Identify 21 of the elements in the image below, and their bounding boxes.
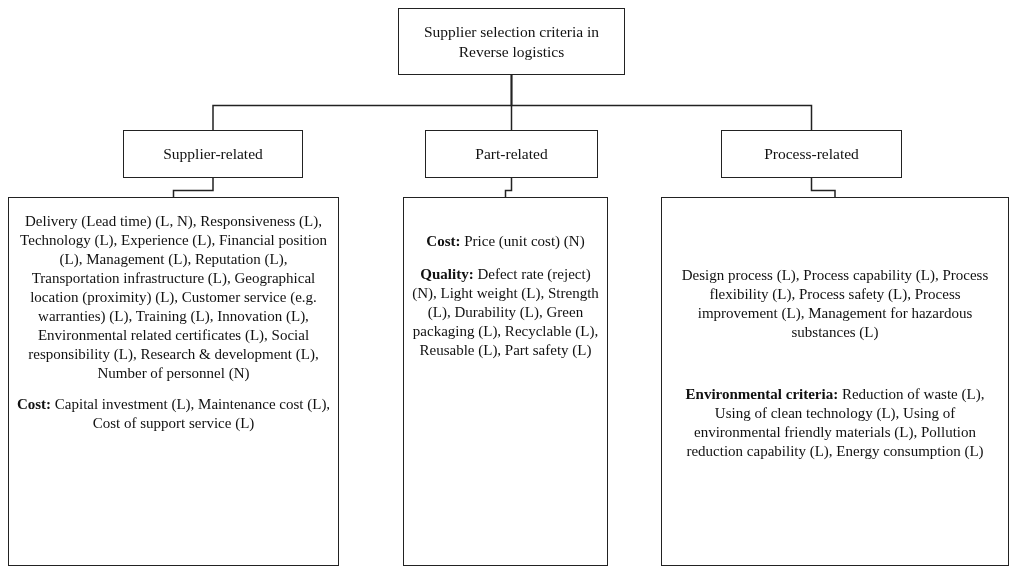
criteria-text: Environmental criteria: Reduction of waste (L), Using of clean technology (L), Using of environmental friendly materials (L), Pollution reduction capability (L), Energy consumption (L) — [684, 384, 986, 461]
connector-line — [172, 177, 214, 198]
criteria-box — [661, 197, 1009, 566]
box-title: Supplier selection criteria in Reverse logistics — [422, 21, 601, 62]
connector-line — [504, 177, 513, 198]
root-box — [398, 8, 625, 75]
criteria-text: Delivery (Lead time) (L, N), Responsiveness (L), Technology (L), Experience (L), Financial position (L), Management (L), Reputation (L), Transportation infrastructure (L), Geographical location (proximity) (L), Customer service (e.g. warranties) (L), Training (L), Innovation (L), Environmental related certificates (L), Social responsibility (L), Research & development (L), Number of personnel (N) — [19, 212, 328, 384]
criteria-box — [8, 197, 339, 566]
criteria-text: Design process (L), Process capability (L), Process flexibility (L), Process safety (L), Process improvement (L), Management for hazardous substances (L) — [680, 266, 990, 343]
criteria-text: Quality: Defect rate (reject) (N), Light weight (L), Strength (L), Durability (L), Green packaging (L), Recyclable (L), Reusable (L), Part safety (L) — [412, 265, 599, 361]
category-box — [123, 130, 303, 178]
connector-line — [810, 177, 836, 198]
connector-line — [510, 74, 813, 131]
box-title: Supplier-related — [163, 144, 263, 164]
box-title: Process-related — [764, 144, 859, 164]
criteria-box — [403, 197, 608, 566]
category-box — [721, 130, 902, 178]
criteria-text: Cost: Price (unit cost) (N) — [426, 232, 585, 251]
criteria-text: Cost: Capital investment (L), Maintenance cost (L), Cost of support service (L) — [15, 395, 332, 434]
category-box — [425, 130, 598, 178]
box-title: Part-related — [475, 144, 548, 164]
